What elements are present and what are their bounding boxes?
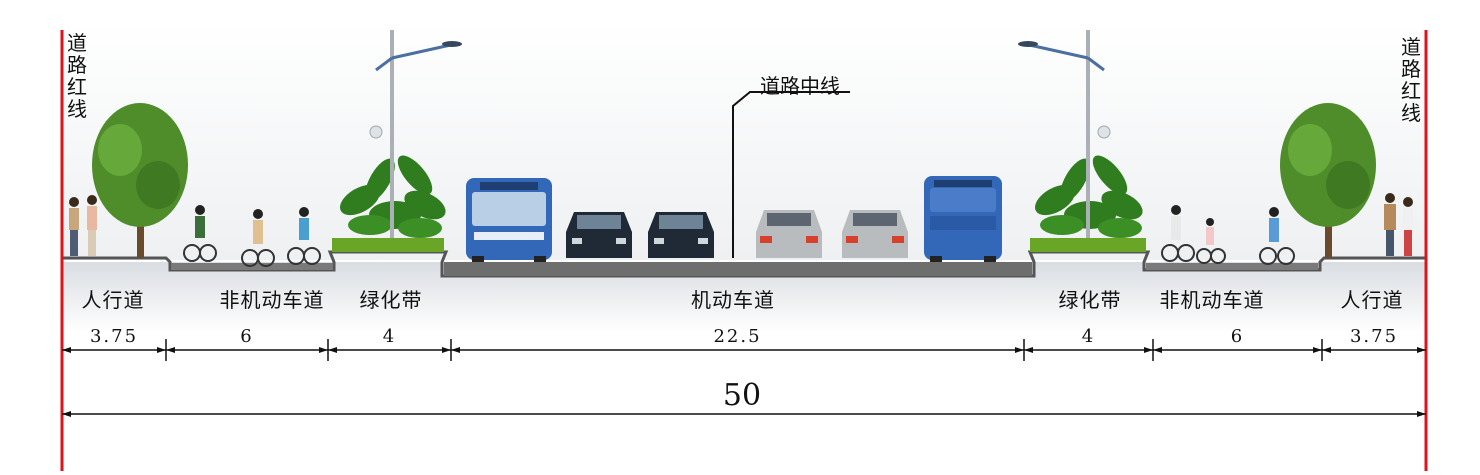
zone-label: 机动车道: [691, 288, 775, 312]
bike-lane-right-asphalt: [1146, 263, 1318, 270]
tree-left: [92, 103, 188, 258]
hedge-left: [332, 238, 444, 252]
pedestrians-left: [69, 195, 97, 256]
dimension-arrow: [1322, 347, 1331, 353]
total-dimension-arrow-left: [62, 411, 71, 417]
dimension-arrow: [451, 347, 460, 353]
dimension-arrow: [328, 347, 337, 353]
total-dimension-arrow-right: [1417, 411, 1426, 417]
dimension-arrow: [157, 347, 166, 353]
motor-lane-asphalt: [444, 262, 1032, 276]
dimension-arrow: [1015, 347, 1024, 353]
zone-width-label: 4: [1081, 326, 1096, 347]
zone-width-label: 3.75: [1349, 326, 1399, 347]
zone-label: 非机动车道: [219, 288, 325, 312]
car-dark-2: [648, 212, 714, 258]
cyclist-riders-right: [1171, 205, 1279, 245]
pedestrians-right: [1384, 193, 1413, 256]
zone-label: 人行道: [81, 288, 145, 312]
centerline-leader: [732, 91, 850, 258]
tree-right: [1280, 103, 1376, 258]
dimension-arrow: [1144, 347, 1153, 353]
zone-label: 绿化带: [1058, 288, 1122, 312]
dimension-arrow: [1024, 347, 1033, 353]
dimension-arrow: [62, 347, 71, 353]
zone-label: 绿化带: [359, 288, 423, 312]
red-line-label-left: 道路红线: [67, 31, 87, 121]
dimension-arrow: [166, 347, 175, 353]
cyclists-right: [1161, 244, 1295, 265]
sky-backdrop: [62, 20, 1426, 260]
street-lamp-left: [369, 30, 462, 238]
cyclist-riders-left: [195, 205, 309, 244]
zone-width-label: 4: [382, 326, 397, 347]
zone-label: 非机动车道: [1159, 288, 1265, 312]
zone-width-label: 6: [240, 326, 254, 347]
bus-left: [466, 178, 552, 262]
street-lamp-right: [1018, 30, 1111, 238]
dimension-arrow: [1313, 347, 1322, 353]
cyclists-left: [183, 244, 321, 267]
car-dark-1: [566, 212, 632, 258]
centerline-label: 道路中线: [760, 74, 840, 98]
dimension-lines: [62, 339, 1426, 417]
car-silver-1: [756, 210, 822, 258]
total-width-label: 50: [722, 378, 762, 413]
dimension-arrow: [319, 347, 328, 353]
zone-width-label: 3.75: [89, 326, 139, 347]
zone-label: 人行道: [1340, 288, 1404, 312]
bus-right: [924, 176, 1002, 262]
dimension-arrow: [1417, 347, 1426, 353]
palm-plants-left: [340, 155, 446, 238]
hedge-right: [1030, 238, 1146, 252]
palm-plants-right: [1035, 155, 1143, 238]
zone-width-label: 6: [1230, 326, 1245, 347]
zone-width-label: 22.5: [713, 326, 762, 347]
dimension-arrow: [442, 347, 451, 353]
car-silver-2: [842, 210, 908, 258]
red-line-label-right: 道路红线: [1401, 35, 1421, 125]
dimension-arrow: [1153, 347, 1162, 353]
